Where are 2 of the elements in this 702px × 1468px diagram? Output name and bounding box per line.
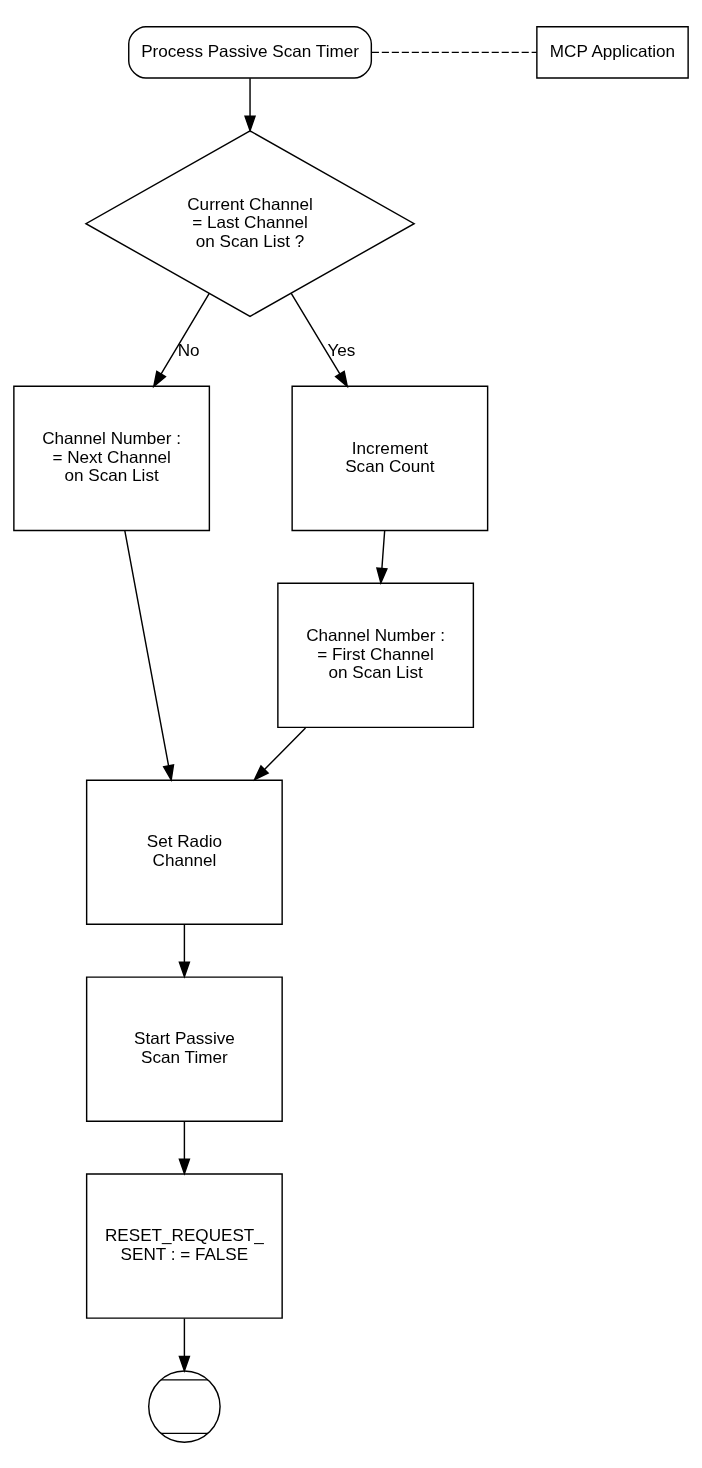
edge-label: Yes (327, 340, 356, 360)
edge-label: No (177, 340, 200, 360)
